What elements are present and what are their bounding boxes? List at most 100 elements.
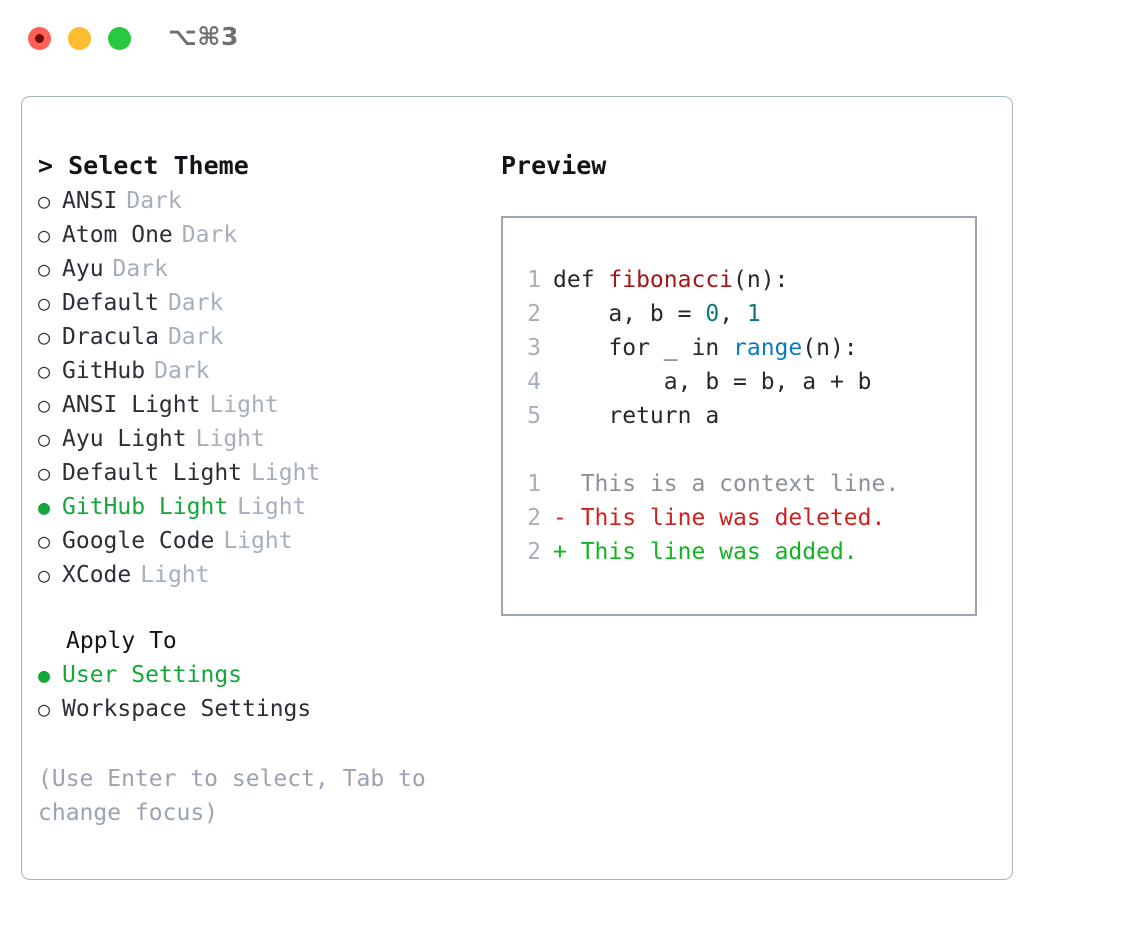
code-line: 4 a, b = b, a + b [515,365,899,399]
code-token-plain: return a [553,403,720,429]
theme-option-label: GitHub [62,358,146,384]
code-token-plain: def [553,267,609,293]
theme-variant-badge: Dark [154,358,210,384]
theme-option-atom-one[interactable]: ○ Atom One Dark [38,218,478,252]
theme-variant-badge: Light [237,494,307,520]
theme-variant-badge: Light [223,528,293,554]
theme-variant-badge: Dark [167,290,224,316]
theme-option-default[interactable]: ○ Default Dark [38,286,478,320]
diff-marker: + [553,539,581,565]
theme-option-label: ANSI [62,188,118,214]
code-line-content: def fibonacci(n): [553,263,788,297]
apply-to-option-user-settings[interactable]: ●User Settings [38,658,478,692]
theme-option-default-light[interactable]: ○ Default Light Light [38,456,478,490]
radio-selected-icon: ● [38,495,51,519]
code-token-num: 1 [746,301,761,327]
radio-unselected-icon: ○ [38,189,51,213]
code-token-plain: for _ in [553,335,734,361]
preview-heading: Preview [501,151,607,180]
code-line: 5 return a [515,399,899,433]
diff-line-text: This line was deleted. [580,505,886,531]
radio-unselected-icon: ○ [38,461,51,485]
radio-unselected-icon: ○ [38,697,51,721]
theme-variant-badge: Light [195,426,265,452]
theme-variant-badge: Light [251,460,321,486]
code-spacer [515,433,899,467]
code-token-plain: (n): [802,335,858,361]
code-token-plain: , [719,301,747,327]
select-theme-heading: > Select Theme [38,149,478,183]
window-controls [28,27,131,50]
line-number: 1 [527,267,541,293]
line-number: 3 [527,335,541,361]
apply-to-option-workspace-settings[interactable]: ○ Workspace Settings [38,692,478,726]
theme-option-label: Default Light [62,460,243,486]
radio-unselected-icon: ○ [38,529,51,553]
theme-option-label: Ayu Light [62,426,187,452]
code-line: 3 for _ in range(n): [515,331,899,365]
theme-variant-badge: Dark [167,324,224,350]
apply-to-option-label: User Settings [62,662,243,688]
select-theme-heading-label: Select Theme [68,151,249,180]
theme-option-label: XCode [62,562,132,588]
radio-unselected-icon: ○ [38,291,51,315]
apply-to-option-label: Workspace Settings [62,696,312,722]
line-number: 5 [527,403,541,429]
theme-option-label: Default [62,290,159,316]
radio-unselected-icon: ○ [38,563,51,587]
theme-option-label: ANSI Light [62,392,201,418]
theme-option-label: Google Code [62,528,215,554]
theme-option-google-code[interactable]: ○ Google Code Light [38,524,478,558]
line-number: 2 [527,301,541,327]
radio-unselected-icon: ○ [38,393,51,417]
diff-line-text: This line was added. [580,539,858,565]
close-window-button[interactable] [28,27,51,50]
code-token-plain: (n): [733,267,789,293]
line-number: 2 [527,539,541,565]
theme-option-xcode[interactable]: ○ XCode Light [38,558,478,592]
code-token-plain: a, b = [553,301,706,327]
line-number: 4 [527,369,541,395]
apply-to-options: ●User Settings ○ Workspace Settings [38,658,478,726]
prompt-caret-icon: > [38,151,54,180]
theme-option-github[interactable]: ○ GitHub Dark [38,354,478,388]
maximize-window-button[interactable] [108,27,131,50]
radio-unselected-icon: ○ [38,223,51,247]
code-line-content: for _ in range(n): [553,331,858,365]
code-line: 2 a, b = 0, 1 [515,297,899,331]
keyboard-hint-text: (Use Enter to select, Tab to change focu… [38,766,426,826]
theme-option-github-light[interactable]: ● GitHub Light Light [38,490,478,524]
theme-variant-badge: Dark [181,222,238,248]
code-token-call: range [733,335,803,361]
theme-variant-badge: Light [140,562,210,588]
diff-line-added: 2 + This line was added. [515,535,899,569]
radio-unselected-icon: ○ [38,257,51,281]
theme-option-label: Atom One [62,222,173,248]
theme-variant-badge: Light [209,392,279,418]
theme-variant-badge: Dark [112,256,168,282]
keyboard-shortcut-label: ⌥⌘3 [168,22,239,51]
radio-unselected-icon: ○ [38,359,51,383]
code-token-num: 0 [705,301,720,327]
theme-option-label: GitHub Light [62,494,229,520]
minimize-window-button[interactable] [68,27,91,50]
code-line-content: return a [553,399,719,433]
code-token-plain: a, b = b, a + b [553,369,872,395]
diff-marker [553,467,581,501]
code-line-content: a, b = 0, 1 [553,297,761,331]
title-bar: ⌥⌘3 [0,0,1140,78]
code-token-fn: fibonacci [608,267,734,293]
apply-to-heading: Apply To [66,628,177,654]
code-line-content: a, b = b, a + b [553,365,872,399]
theme-option-ansi-light[interactable]: ○ ANSI Light Light [38,388,478,422]
line-number: 2 [527,505,541,531]
